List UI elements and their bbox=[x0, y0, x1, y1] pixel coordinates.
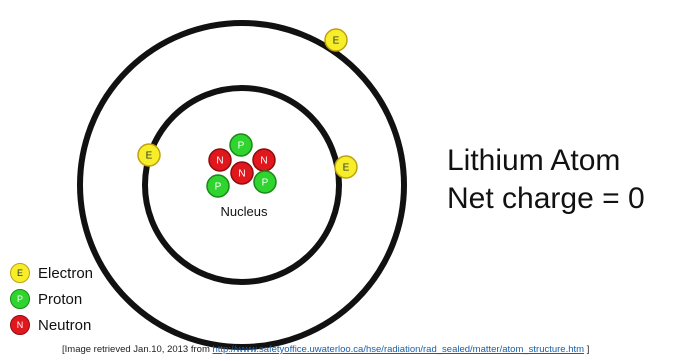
electron-inner-left: E bbox=[137, 143, 161, 167]
neutron-circle bbox=[230, 161, 254, 185]
proton-circle bbox=[206, 174, 230, 198]
image-citation: [Image retrieved Jan.10, 2013 from http:… bbox=[62, 344, 589, 355]
proton-legend-icon: P bbox=[10, 289, 30, 309]
outer-orbit bbox=[77, 20, 407, 350]
title-line-2: Net charge = 0 bbox=[447, 182, 645, 215]
electron-legend-icon: E bbox=[10, 263, 30, 283]
electron-inner-right: E bbox=[334, 155, 358, 179]
neutron-1: N bbox=[208, 148, 232, 172]
electron-circle bbox=[324, 28, 348, 52]
electron-circle bbox=[334, 155, 358, 179]
nucleus-label: Nucleus bbox=[221, 204, 268, 219]
citation-suffix: ] bbox=[584, 344, 590, 355]
legend-label-neutron: Neutron bbox=[38, 316, 92, 334]
electron-letter: E bbox=[343, 163, 350, 174]
title-line-1: Lithium Atom bbox=[447, 144, 621, 177]
electron-outer: E bbox=[324, 28, 348, 52]
neutron-letter: N bbox=[260, 156, 267, 167]
proton-letter: P bbox=[215, 182, 222, 193]
atom-title: Lithium Atom Net charge = 0 bbox=[447, 142, 645, 218]
proton-circle bbox=[253, 170, 277, 194]
neutron-circle bbox=[208, 148, 232, 172]
legend-item-neutron: N Neutron bbox=[10, 314, 91, 336]
legend-label-proton: Proton bbox=[38, 290, 83, 308]
neutron-letter: N bbox=[238, 169, 245, 180]
citation-link[interactable]: http://www.safetyoffice.uwaterloo.ca/hse… bbox=[212, 344, 585, 355]
inner-orbit bbox=[142, 85, 342, 285]
electron-letter: E bbox=[333, 36, 340, 47]
neutron-3: N bbox=[230, 161, 254, 185]
neutron-2: N bbox=[252, 148, 276, 172]
neutron-legend-icon: N bbox=[10, 315, 30, 335]
legend-item-electron: E Electron bbox=[10, 262, 93, 284]
proton-2: P bbox=[206, 174, 230, 198]
proton-circle bbox=[229, 133, 253, 157]
proton-letter: P bbox=[262, 178, 269, 189]
electron-letter: E bbox=[146, 151, 153, 162]
electron-circle bbox=[137, 143, 161, 167]
proton-1: P bbox=[229, 133, 253, 157]
proton-3: P bbox=[253, 170, 277, 194]
proton-letter: P bbox=[238, 141, 245, 152]
citation-prefix: [Image retrieved Jan.10, 2013 from bbox=[62, 344, 213, 355]
neutron-letter: N bbox=[216, 156, 223, 167]
legend-item-proton: P Proton bbox=[10, 288, 82, 310]
legend-label-electron: Electron bbox=[38, 264, 94, 282]
